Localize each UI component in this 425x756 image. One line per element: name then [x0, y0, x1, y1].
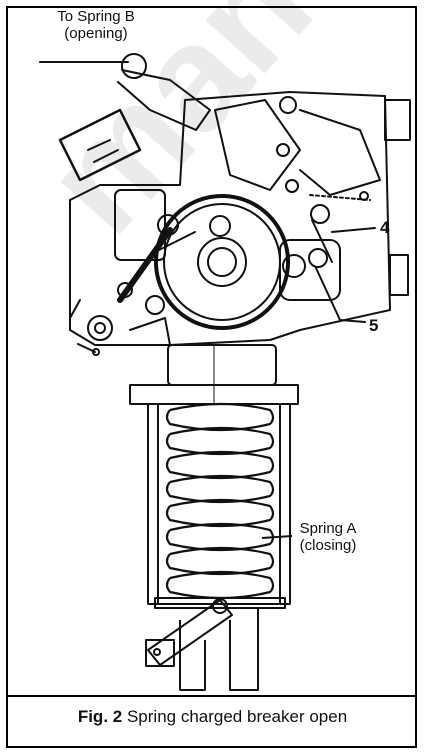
leader-5: [315, 267, 366, 323]
spring-b-label-line2: (opening): [64, 25, 128, 42]
opening-arm: [117, 69, 211, 131]
spring-a-label: Spring A (closing): [284, 520, 372, 554]
figure-number: Fig. 2: [77, 707, 123, 726]
motor-block: [58, 108, 142, 182]
mechanism-frame: [69, 91, 391, 346]
spring-a-label-line2: (closing): [299, 537, 357, 554]
right-bracket-lower: [389, 254, 409, 296]
pedestal: [167, 344, 277, 386]
base-flange: [129, 384, 299, 405]
spring-b-label: To Spring B (opening): [36, 8, 156, 42]
callout-4: 4: [380, 218, 390, 237]
spring-a-leader: [261, 535, 293, 539]
latch-plate: [214, 99, 301, 191]
callout-5: 5: [369, 316, 379, 335]
bottom-clip: [145, 639, 175, 667]
right-bracket: [384, 99, 411, 141]
roller-lower: [308, 248, 328, 268]
spring-a-label-line1: Spring A: [299, 520, 357, 537]
leader-4: [331, 227, 376, 233]
figure-caption-text: Spring charged breaker open: [126, 707, 348, 726]
main-gear: [154, 194, 290, 330]
bottom-link: [147, 599, 233, 666]
spring-a-coils: [165, 402, 275, 600]
gear-hub: [197, 237, 247, 287]
spring-b-pivot: [121, 53, 147, 79]
closing-link: [117, 227, 173, 303]
figure-frame: [6, 6, 417, 748]
roller-upper: [310, 204, 330, 224]
bottom-rod-left: [179, 620, 206, 691]
spring-b-label-line1: To Spring B: [57, 8, 135, 25]
bottom-rod-right: [229, 608, 259, 691]
figure-caption: Fig. 2 Spring charged breaker open: [8, 695, 417, 737]
